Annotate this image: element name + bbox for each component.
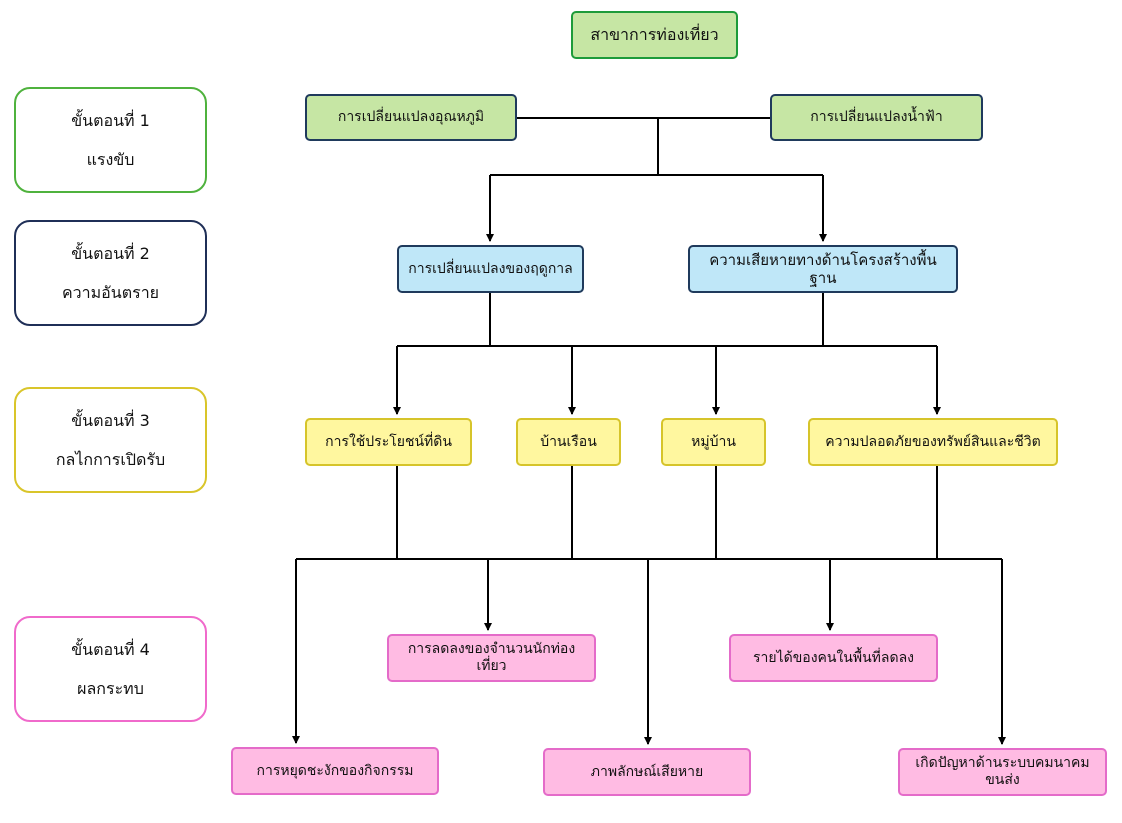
step-1-heading: ขั้นตอนที่ 1 [71, 110, 150, 130]
step-4-label: ผลกระทบ [77, 678, 144, 698]
impact-activity-disruption: การหยุดชะงักของกิจกรรม [231, 747, 439, 795]
step-1-box: ขั้นตอนที่ 1 แรงขับ [14, 87, 207, 193]
hazard-season-change: การเปลี่ยนแปลงของฤดูกาล [397, 245, 584, 293]
exposure-houses: บ้านเรือน [516, 418, 621, 466]
step-4-heading: ขั้นตอนที่ 4 [71, 639, 150, 659]
step-2-box: ขั้นตอนที่ 2 ความอันตราย [14, 220, 207, 326]
impact-fewer-tourists: การลดลงของจำนวนนักท่องเที่ยว [387, 634, 596, 682]
step-3-heading: ขั้นตอนที่ 3 [71, 410, 150, 430]
impact-transport-problems: เกิดปัญหาด้านระบบคมนาคมขนส่ง [898, 748, 1107, 796]
step-1-label: แรงขับ [86, 149, 135, 169]
exposure-land-use: การใช้ประโยชน์ที่ดิน [305, 418, 472, 466]
step-3-label: กลไกการเปิดรับ [55, 449, 166, 469]
step-2-heading: ขั้นตอนที่ 2 [71, 243, 150, 263]
step-2-label: ความอันตราย [61, 282, 160, 302]
driver-rainfall-change: การเปลี่ยนแปลงน้ำฟ้า [770, 94, 983, 141]
impact-local-income-decline: รายได้ของคนในพื้นที่ลดลง [729, 634, 938, 682]
diagram-title: สาขาการท่องเที่ยว [571, 11, 738, 59]
hazard-infrastructure-damage: ความเสียหายทางด้านโครงสร้างพื้นฐาน [688, 245, 958, 293]
step-3-box: ขั้นตอนที่ 3 กลไกการเปิดรับ [14, 387, 207, 493]
impact-image-damage: ภาพลักษณ์เสียหาย [543, 748, 751, 796]
driver-temperature-change: การเปลี่ยนแปลงอุณหภูมิ [305, 94, 517, 141]
exposure-property-life-safety: ความปลอดภัยของทรัพย์สินและชีวิต [808, 418, 1058, 466]
step-4-box: ขั้นตอนที่ 4 ผลกระทบ [14, 616, 207, 722]
exposure-villages: หมู่บ้าน [661, 418, 766, 466]
